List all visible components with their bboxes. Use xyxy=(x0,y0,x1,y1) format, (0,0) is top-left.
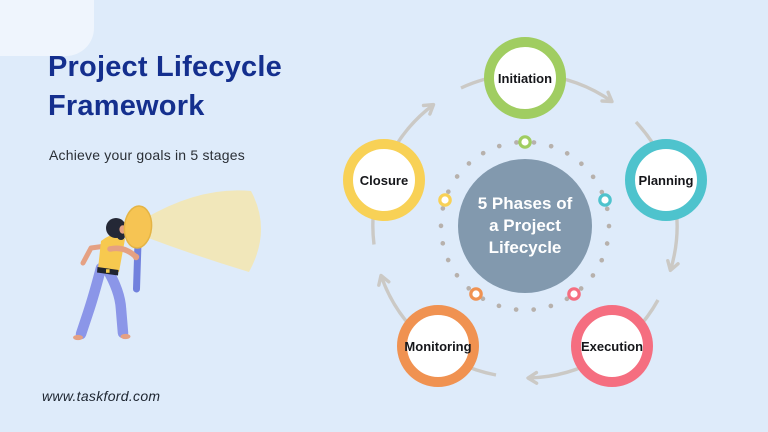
person-back-foot xyxy=(73,334,83,341)
center-label-line3: Lifecycle xyxy=(488,237,562,257)
phase-label-closure: Closure xyxy=(359,172,409,188)
light-beam-shape xyxy=(143,190,262,272)
phase-circle-initiation: Initiation xyxy=(484,37,566,119)
dotted-ring xyxy=(438,139,612,313)
magnifier-handle xyxy=(133,239,142,293)
person-front-leg xyxy=(101,263,129,339)
phase-circle-monitoring: Monitoring xyxy=(397,305,479,387)
page-title-line2: Framework xyxy=(48,90,205,123)
center-circle: 5 Phases of a Project Lifecycle xyxy=(458,159,592,293)
person-back-leg xyxy=(75,262,107,340)
phase-dot-planning xyxy=(598,193,612,207)
center-label-line2: a Project xyxy=(489,216,561,236)
spotlight-person-illustration xyxy=(73,190,262,341)
phase-label-initiation: Initiation xyxy=(497,70,553,86)
phase-label-monitoring: Monitoring xyxy=(404,338,472,354)
person-front-foot xyxy=(120,333,131,340)
person-beard xyxy=(117,232,125,240)
person-torso xyxy=(98,234,125,272)
page-title-line1: Project Lifecycle xyxy=(48,51,282,83)
website-url: www.taskford.com xyxy=(42,388,161,404)
person-front-arm xyxy=(107,245,138,259)
phase-dot-execution xyxy=(567,287,581,301)
phase-dot-initiation xyxy=(518,135,532,149)
phase-circle-closure: Closure xyxy=(343,139,425,221)
corner-accent-shape xyxy=(0,0,94,56)
phase-label-planning: Planning xyxy=(638,172,694,188)
phase-dot-monitoring xyxy=(469,287,483,301)
center-label-line1: 5 Phases of xyxy=(477,194,573,214)
center-circle-label: 5 Phases of a Project Lifecycle xyxy=(478,193,573,258)
phase-label-execution: Execution xyxy=(580,338,644,354)
person-hand xyxy=(132,253,140,261)
phase-dot-closure xyxy=(438,193,452,207)
magnifier-lens xyxy=(123,205,153,249)
page-subtitle: Achieve your goals in 5 stages xyxy=(49,147,245,163)
phase-circle-execution: Execution xyxy=(571,305,653,387)
belt-buckle xyxy=(106,269,110,273)
page-title: Project Lifecycle Framework xyxy=(48,48,282,127)
phase-circle-planning: Planning xyxy=(625,139,707,221)
